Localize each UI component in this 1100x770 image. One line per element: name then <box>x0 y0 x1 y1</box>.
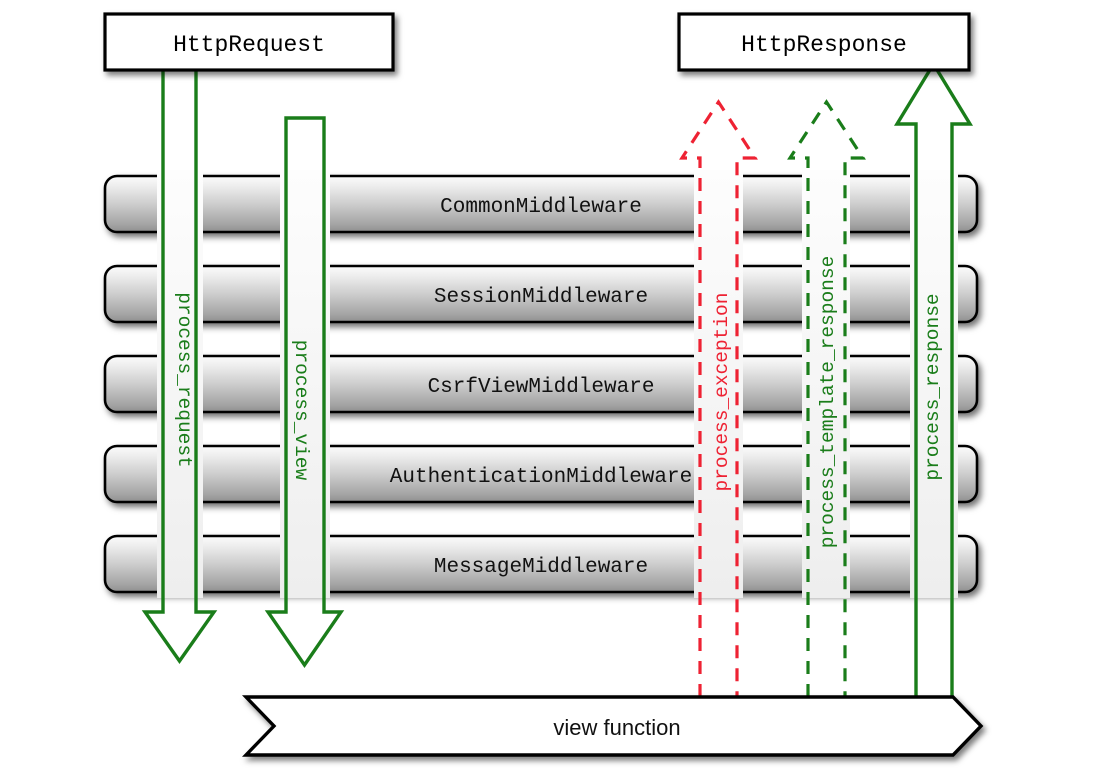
http-response-label: HttpResponse <box>741 32 907 58</box>
flow-process-exception[interactable]: process_exception <box>679 99 758 697</box>
process-view-arrow <box>264 116 345 668</box>
process-view-label: process_view <box>290 340 312 481</box>
gap-column-process-view <box>280 170 330 598</box>
process-request-arrow <box>141 70 218 664</box>
flow-process-request[interactable]: process_request <box>141 70 218 664</box>
view-function-banner[interactable]: view function <box>241 695 984 757</box>
http-request-label: HttpRequest <box>173 32 325 58</box>
middleware-label: CommonMiddleware <box>440 196 642 219</box>
middleware-label: MessageMiddleware <box>434 556 648 579</box>
process-exception-label: process_exception <box>711 293 733 492</box>
gap-column-process-template-response <box>802 170 850 598</box>
process-template-response-label: process_template_response <box>817 256 839 549</box>
gap-column-process-exception <box>694 170 743 598</box>
middleware-label: CsrfViewMiddleware <box>428 376 655 399</box>
flow-process-template-response[interactable]: process_template_response <box>787 99 866 697</box>
process-request-label: process_request <box>173 292 195 468</box>
http-request-box-shape <box>103 12 395 72</box>
flow-process-view[interactable]: process_view <box>264 116 345 668</box>
gap-column-process-response <box>910 170 958 598</box>
process-response-label: process_response <box>922 293 944 480</box>
http-response-box-shape <box>677 12 971 72</box>
view-function-label: view function <box>553 715 680 740</box>
process-exception-arrow <box>679 99 758 697</box>
process-template-response-arrow <box>787 99 866 697</box>
view-function-shape <box>241 695 984 757</box>
middleware-label: AuthenticationMiddleware <box>390 466 692 489</box>
http-request-box[interactable]: HttpRequest <box>103 12 395 72</box>
http-response-box[interactable]: HttpResponse <box>677 12 971 72</box>
middleware-label: SessionMiddleware <box>434 286 648 309</box>
